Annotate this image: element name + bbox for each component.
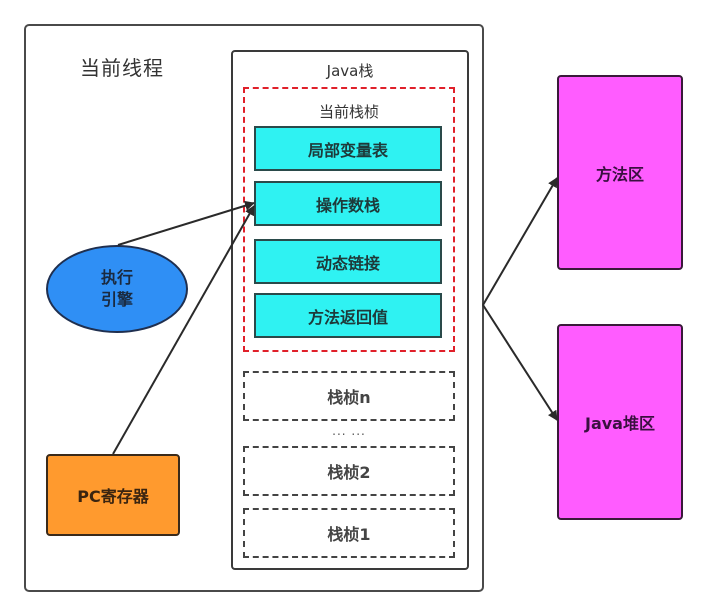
- method-return-value[interactable]: 方法返回值: [254, 293, 442, 338]
- current-thread-title: 当前线程: [80, 56, 164, 80]
- stack-to-method-area-arrow: [482, 177, 558, 306]
- stack-frame-1[interactable]: 栈桢1: [243, 508, 455, 558]
- execution-engine[interactable]: 执行 引擎: [46, 245, 188, 333]
- stack-frame-2[interactable]: 栈桢2: [243, 446, 455, 496]
- stack-frame-n-label: 栈桢n: [327, 388, 371, 407]
- java-stack-title: Java栈: [326, 62, 374, 80]
- execution-engine-line2: 引擎: [100, 290, 133, 309]
- frames-ellipsis: ... ...: [332, 424, 366, 438]
- local-variable-table-label: 局部变量表: [307, 140, 388, 160]
- method-area[interactable]: 方法区: [557, 75, 683, 270]
- operand-stack[interactable]: 操作数栈: [254, 181, 442, 226]
- java-heap-label: Java堆区: [585, 414, 655, 433]
- stack-to-heap-arrow: [482, 304, 558, 421]
- execution-engine-line1: 执行: [100, 268, 133, 287]
- stack-frame-n[interactable]: 栈桢n: [243, 371, 455, 421]
- stack-frame-2-label: 栈桢2: [327, 463, 371, 482]
- current-stack-frame-title: 当前栈桢: [318, 103, 379, 121]
- method-return-value-label: 方法返回值: [307, 307, 388, 327]
- dynamic-linking[interactable]: 动态链接: [254, 239, 442, 284]
- operand-stack-label: 操作数栈: [315, 195, 380, 215]
- method-area-label: 方法区: [595, 164, 644, 184]
- java-heap[interactable]: Java堆区: [557, 324, 683, 520]
- stack-frame-1-label: 栈桢1: [327, 525, 371, 544]
- dynamic-linking-label: 动态链接: [315, 253, 380, 273]
- pc-register[interactable]: PC寄存器: [46, 454, 180, 536]
- local-variable-table[interactable]: 局部变量表: [254, 126, 442, 171]
- pc-register-label: PC寄存器: [77, 487, 149, 506]
